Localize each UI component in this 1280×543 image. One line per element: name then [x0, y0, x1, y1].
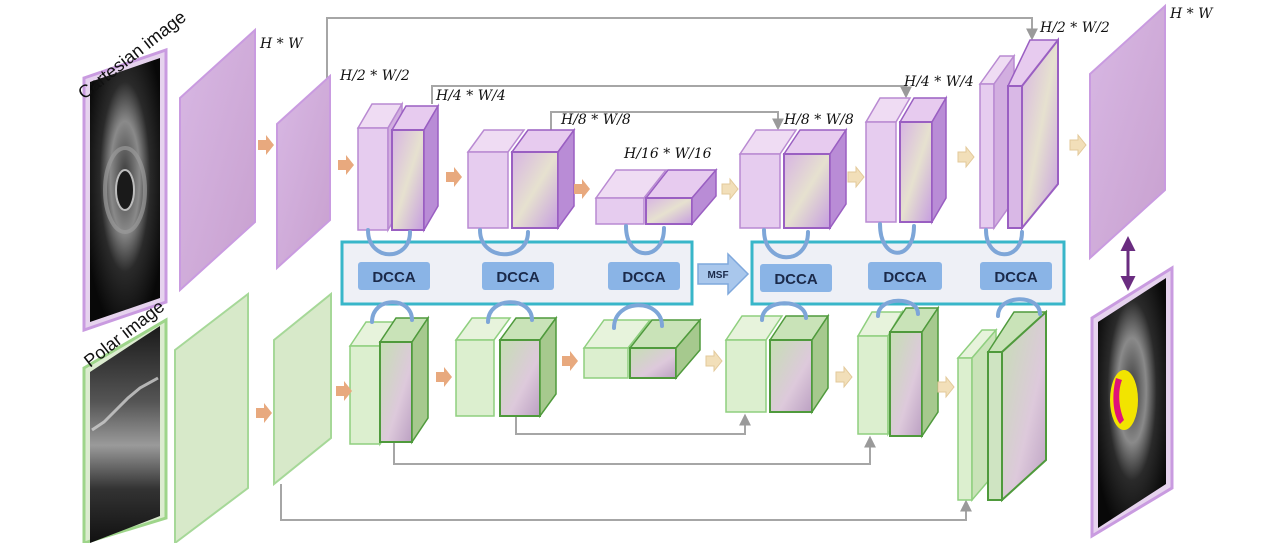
dcca-modules	[358, 262, 1052, 292]
cartesian-bottleneck-block	[594, 167, 718, 227]
arrow-cream	[957, 145, 975, 169]
dec3-size-label: H/8 * W/8	[783, 112, 854, 128]
arrow-cream	[835, 365, 853, 389]
flow-arrows	[256, 133, 1087, 423]
skip-line-top-1	[326, 17, 1038, 78]
cartesian-encoder-block-2	[466, 127, 576, 231]
polar-decoder-block-1	[956, 309, 1048, 503]
dec1-size-label: H/2 * W/2	[1039, 20, 1110, 36]
arrow-cream	[721, 177, 739, 201]
polar-encoder-block-1	[348, 315, 430, 447]
cartesian-encoder-block-1	[356, 101, 440, 233]
arrow-orange	[258, 135, 274, 155]
msf-arrow	[697, 252, 750, 296]
arrow-cream	[847, 165, 865, 189]
dcca-label-5: DCCA	[883, 269, 926, 286]
arrow-orange	[446, 167, 462, 187]
cartesian-decoder-block-1	[978, 37, 1060, 231]
arrow-orange	[574, 179, 590, 199]
arrow-orange	[336, 381, 352, 401]
cartesian-input-layer	[179, 27, 256, 293]
skip-line-bottom-2	[393, 435, 876, 465]
arrow-cream	[705, 349, 723, 373]
cartesian-conv-layer-1	[276, 73, 331, 271]
enc1-size-label: H/2 * W/2	[339, 68, 410, 84]
msf-label: MSF	[707, 270, 728, 281]
skip-connections	[280, 17, 1038, 521]
polar-input-layer	[174, 291, 249, 543]
polar-input-image	[82, 317, 168, 543]
dcca-label-2: DCCA	[496, 269, 539, 286]
dcca-label-1: DCCA	[372, 269, 415, 286]
arrow-orange	[562, 351, 578, 371]
output-size-label: H * W	[1169, 6, 1214, 22]
cartesian-decoder-block-2	[864, 95, 948, 225]
polar-bottleneck-block	[582, 317, 702, 381]
arrow-orange	[436, 367, 452, 387]
skip-line-bottom-3	[280, 484, 972, 521]
polar-decoder-block-3	[724, 313, 830, 415]
polar-encoder-block-2	[454, 315, 558, 419]
skip-line-top-3	[550, 111, 784, 131]
cartesian-input-image	[82, 47, 168, 333]
arrow-cream	[937, 375, 955, 399]
skip-line-top-2	[431, 85, 912, 104]
segmentation-output-image	[1090, 265, 1174, 539]
cartesian-output-layer	[1089, 3, 1166, 261]
exchange-arrows	[366, 222, 1042, 330]
skip-line-bottom-1	[515, 413, 751, 435]
cartesian-decoder-block-3	[738, 127, 848, 231]
arrow-orange	[338, 155, 354, 175]
enc2-size-label: H/4 * W/4	[435, 88, 506, 104]
dec2-size-label: H/4 * W/4	[903, 74, 974, 90]
dcca-label-3: DCCA	[622, 269, 665, 286]
bottleneck-size-label: H/16 * W/16	[623, 146, 712, 162]
dcca-label-4: DCCA	[774, 271, 817, 288]
enc3-size-label: H/8 * W/8	[560, 112, 631, 128]
input-size-label: H * W	[259, 36, 304, 52]
arrow-cream	[1069, 133, 1087, 157]
dcca-label-6: DCCA	[994, 269, 1037, 286]
polar-conv-layer-1	[273, 291, 332, 487]
arrow-orange	[256, 403, 272, 423]
polar-decoder-block-2	[856, 305, 940, 439]
